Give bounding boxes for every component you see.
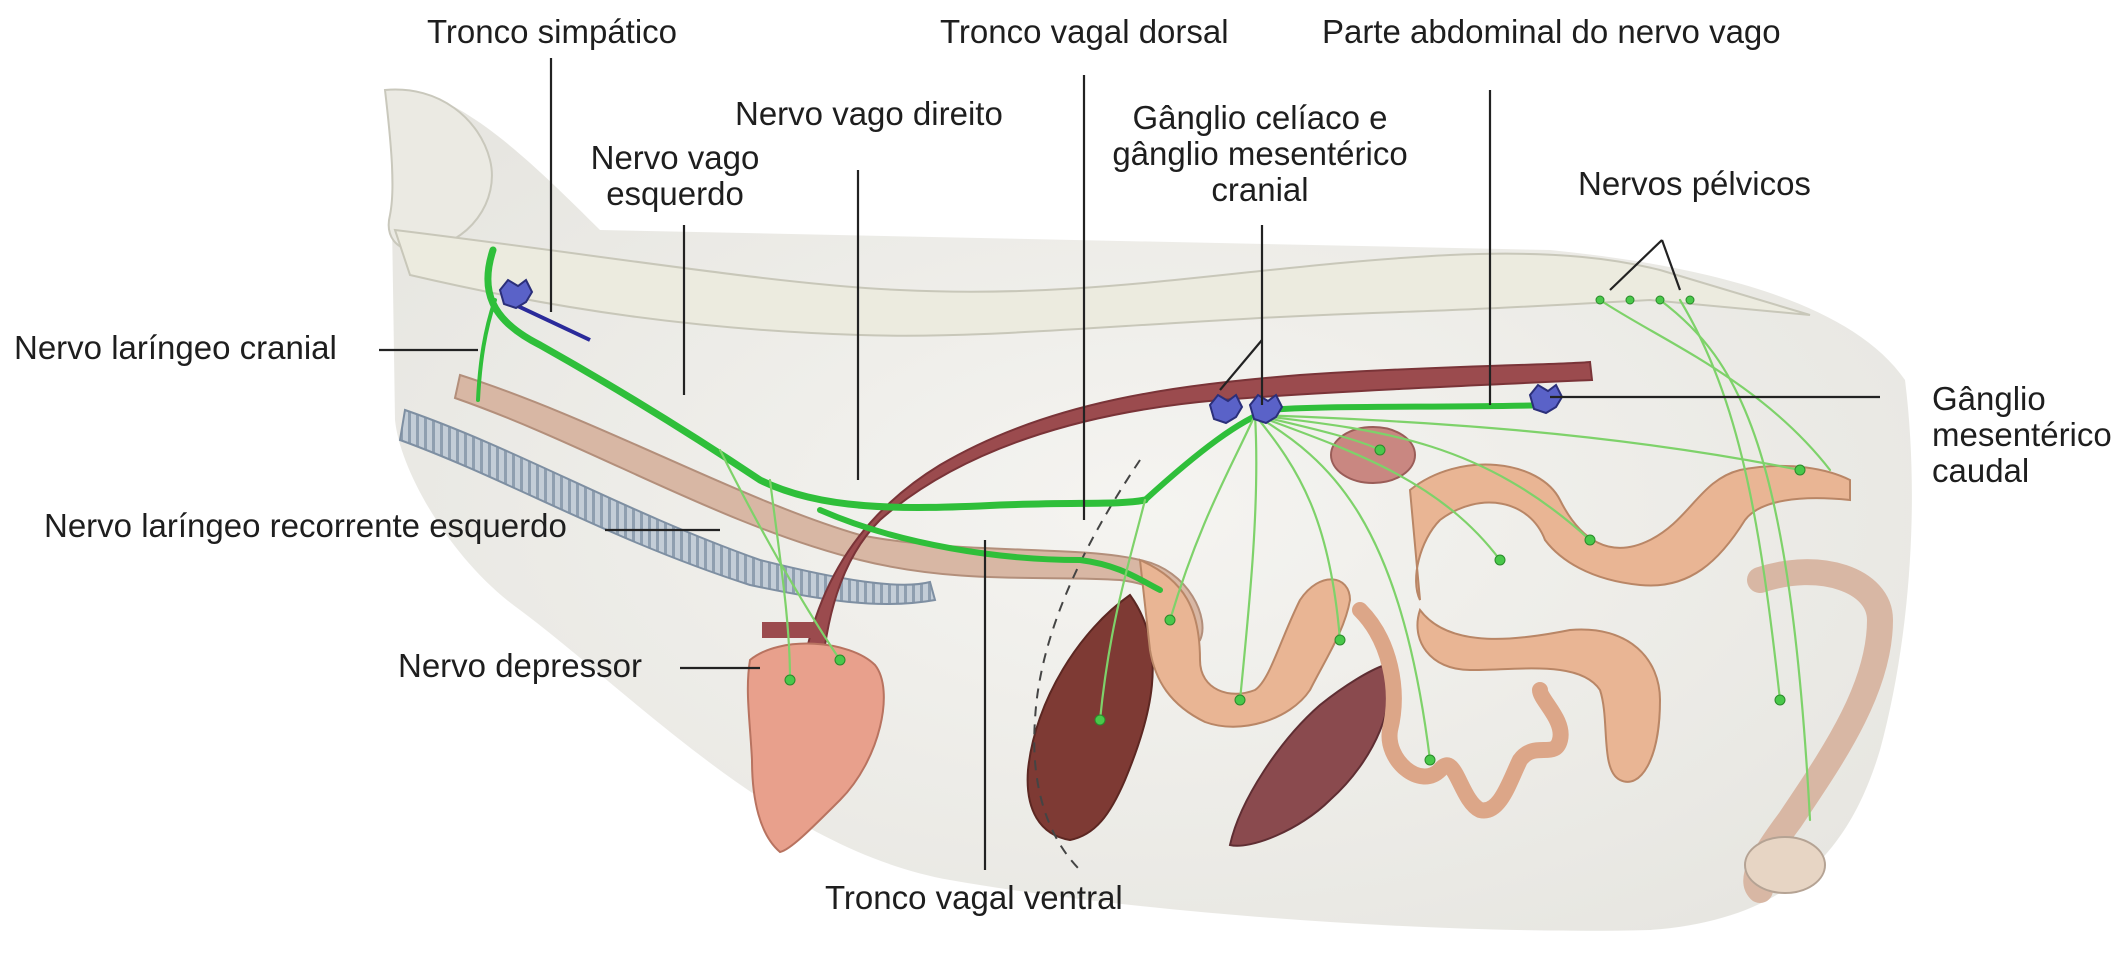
kidney	[1331, 427, 1415, 483]
label-nervo-vago-direito: Nervo vago direito	[735, 96, 1003, 132]
label-ganglio-mesenterico-caudal: Gânglio mesentérico caudal	[1932, 381, 2112, 489]
bladder	[1745, 837, 1825, 893]
label-ganglio-celiaco: Gânglio celíaco e gânglio mesentérico cr…	[1110, 100, 1410, 208]
label-nervo-depressor: Nervo depressor	[398, 648, 642, 684]
label-ganglio-mes-caudal-line1: Gânglio	[1932, 381, 2112, 417]
label-nervo-laringeo-recorrente: Nervo laríngeo recorrente esquerdo	[44, 508, 567, 544]
label-nervo-vago-esquerdo: Nervo vago esquerdo	[575, 140, 775, 212]
label-nervo-vago-esquerdo-line1: Nervo vago	[575, 140, 775, 176]
label-parte-abdominal: Parte abdominal do nervo vago	[1322, 14, 1781, 50]
label-tronco-simpatico: Tronco simpático	[427, 14, 677, 50]
label-nervo-vago-esquerdo-line2: esquerdo	[575, 176, 775, 212]
label-ganglio-celiaco-line3: cranial	[1110, 172, 1410, 208]
label-ganglio-mes-caudal-line2: mesentérico	[1932, 417, 2112, 453]
label-ganglio-mes-caudal-line3: caudal	[1932, 453, 2112, 489]
label-tronco-vagal-ventral: Tronco vagal ventral	[825, 880, 1123, 916]
label-tronco-vagal-dorsal: Tronco vagal dorsal	[940, 14, 1229, 50]
heart-vessel	[762, 622, 822, 638]
label-nervo-laringeo-cranial: Nervo laríngeo cranial	[14, 330, 337, 366]
label-nervos-pelvicos: Nervos pélvicos	[1578, 166, 1811, 202]
label-ganglio-celiaco-line2: gânglio mesentérico	[1110, 136, 1410, 172]
label-ganglio-celiaco-line1: Gânglio celíaco e	[1110, 100, 1410, 136]
